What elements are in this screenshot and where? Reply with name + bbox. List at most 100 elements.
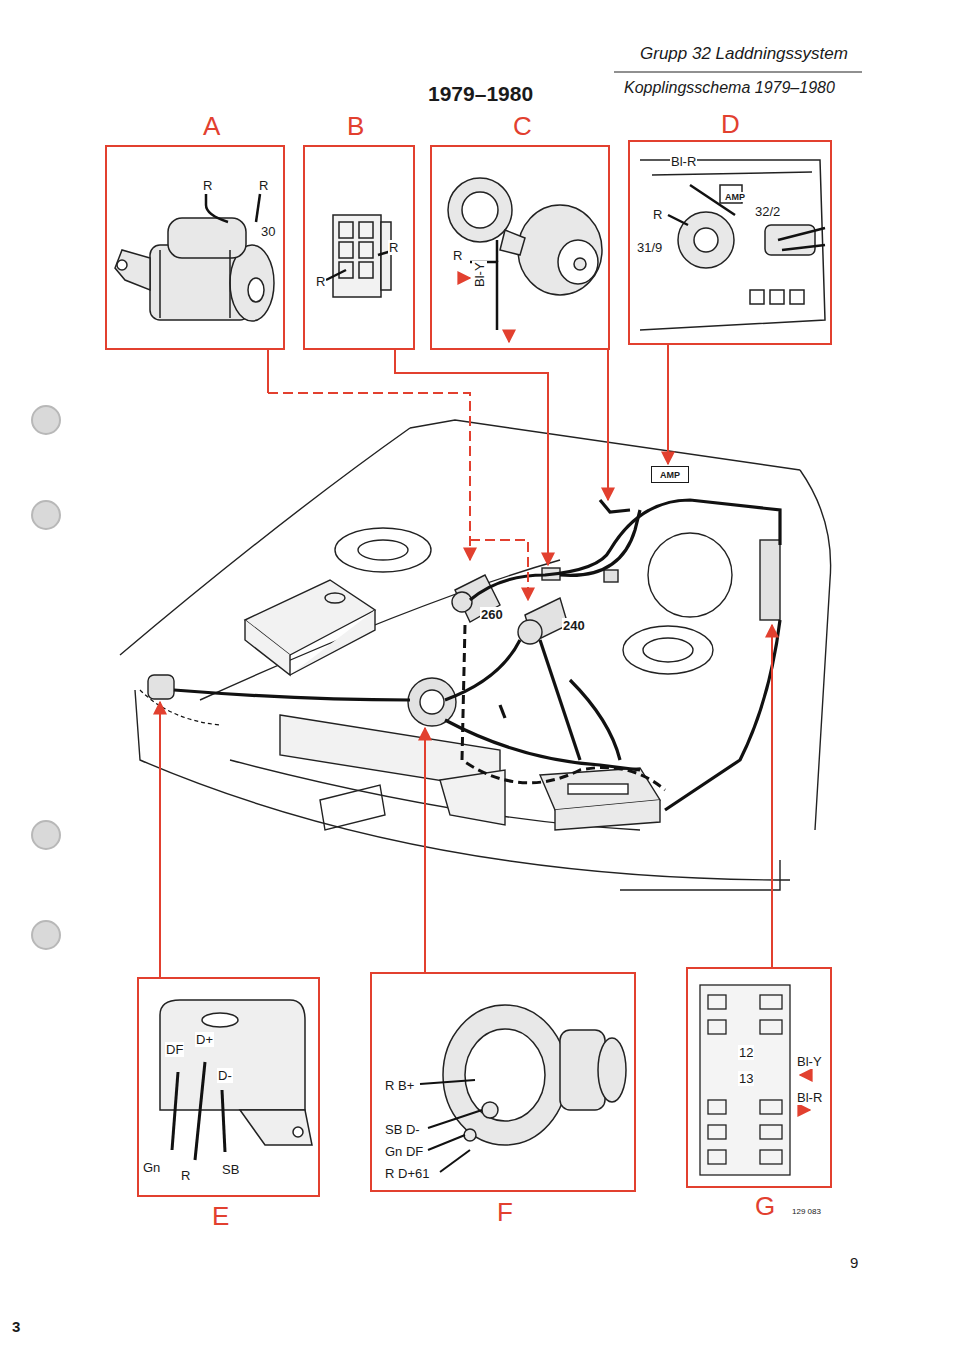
wire-label: Gn DF [384,1144,424,1159]
wire-label: R [315,274,326,289]
drawing-part [359,242,373,258]
drawing-part [568,784,628,794]
drawing-part [268,393,470,560]
drawing-part [607,350,609,500]
drawing-part [445,720,640,770]
alternator-drawing [443,1005,626,1145]
drawing-part [560,510,640,575]
drawing-part [222,1090,225,1152]
drawing-part [782,245,825,250]
drawing-part [159,250,161,318]
gauge-label-box: AMP [651,466,689,483]
drawing-part [623,626,713,674]
drawing-part [708,995,726,1009]
battery [540,768,660,830]
drawing-part [570,680,620,760]
drawing-part [440,1150,470,1172]
drawing-part [760,995,782,1009]
drawing-part [240,1110,312,1145]
panel-letter: G [754,1192,776,1220]
page-title: Grupp 32 Laddningssystem [640,44,848,64]
drawing-part [395,350,548,565]
drawing-part [448,178,512,242]
drawing-part [760,1020,782,1034]
drawing-part [482,1102,498,1118]
fuse-strip-drawing [700,985,790,1175]
drawing-part [452,592,472,612]
drawing-part [667,345,669,464]
drawing-part [465,1029,545,1121]
drawing-part [574,258,586,270]
drawing-part [678,212,734,268]
arrow-mark [460,277,470,279]
drawing-part [778,228,825,240]
wire-label: R [452,248,463,263]
drawing-part [648,533,732,617]
drawing-part [750,290,764,304]
drawing-part [267,350,269,393]
engine-bay-outline [120,420,831,890]
drawing-part [700,985,790,1175]
drawing-part [462,192,498,228]
drawing-part [760,1125,782,1139]
instrument-wires [668,185,825,250]
drawing-part [558,240,598,284]
panel-letter: B [346,112,365,140]
wire-label: 13 [738,1071,754,1086]
wire-label: R [388,240,399,255]
instrument-drawing [640,160,825,330]
wire-label: Bl-R [670,154,697,169]
wire-label: D- [217,1068,233,1083]
drawing-part [500,705,505,718]
drawing-part [771,625,773,967]
arrow-mark [800,1109,810,1111]
drawing-part [668,215,688,225]
drawing-part [159,702,161,977]
drawing-part [620,860,780,890]
drawing-part [335,528,431,572]
drawing-part [326,270,346,280]
drawing-part [643,638,693,662]
wire-label: AMP [659,470,681,480]
drawing-part [32,501,60,529]
wire-label: DF [165,1042,184,1057]
drawing-part [518,620,542,644]
wire-label: Bl-Y [472,261,487,288]
drawing-part [640,160,825,330]
drawing-part [694,228,718,252]
drawing-part [470,540,528,600]
washer-tank [245,580,375,675]
drawing-part [420,1080,475,1084]
drawing-part [708,1150,726,1164]
drawing-part [115,250,150,290]
detail-panel: DBl-RR31/932/2AMP [628,140,832,345]
drawing-part [195,1062,205,1160]
panel-letter: C [512,112,533,140]
drawing-part [325,593,345,603]
drawing-part [464,1129,476,1141]
drawing-part [117,260,127,270]
wire-label: 32/2 [754,204,781,219]
connector-drawing [333,215,391,297]
drawing-part [202,1013,238,1027]
drawing-part [652,172,812,175]
drawing-part [708,1100,726,1114]
drawing-part [470,262,497,330]
drawing-part [443,1005,567,1145]
drawing-part [424,728,426,972]
wire-label: R D+61 [384,1166,430,1181]
drawing-part [790,290,804,304]
drawing-part [174,690,410,700]
drawing-part [320,785,385,830]
arrow-mark [800,1074,808,1076]
text-label: 3 [12,1318,20,1335]
drawing-part [708,1020,726,1034]
drawing-part [32,921,60,949]
drawing-part [420,690,444,714]
drawing-part [358,540,408,560]
red-leaders [160,345,772,977]
wiring-harness [174,500,780,810]
drawing-part [410,420,800,470]
relay-drawing [448,178,602,295]
wire-label: Bl-R [796,1090,823,1105]
